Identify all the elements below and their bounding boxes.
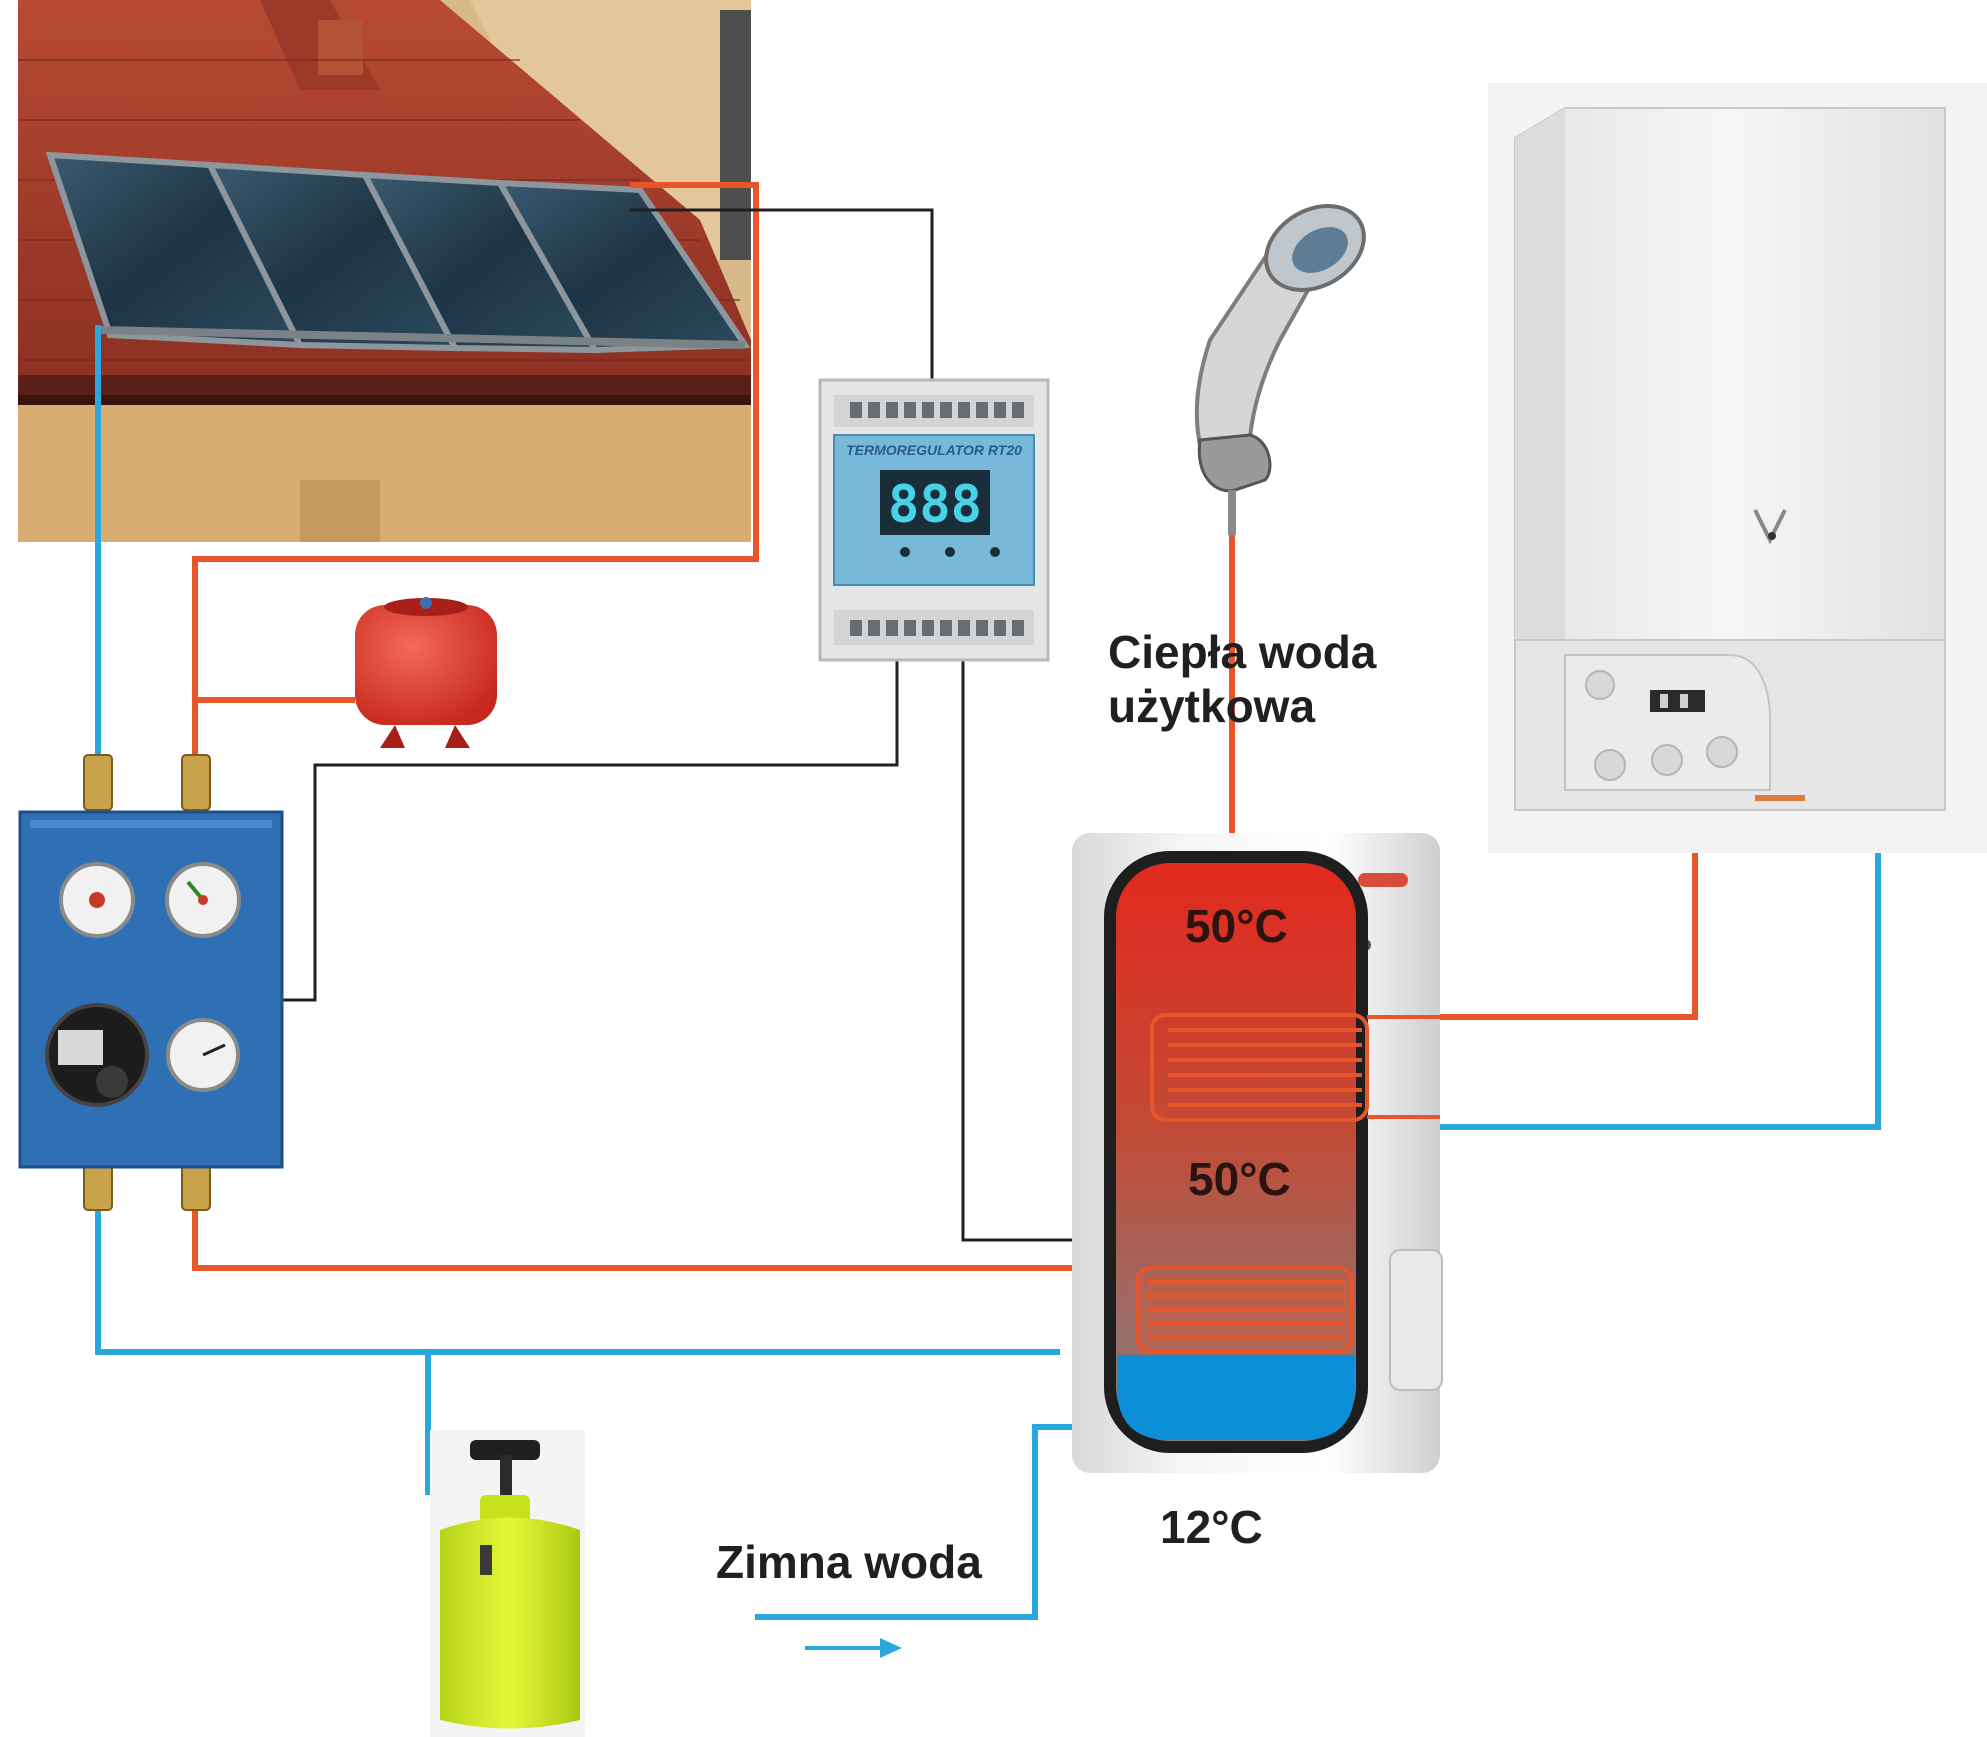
solar-heat-exchanger-coil (1135, 1266, 1354, 1353)
hot-water-label-line1: Ciepła woda (1108, 626, 1377, 678)
tank-middle-temperature: 50°C (1188, 1153, 1291, 1205)
temperature-controller: TERMOREGULATOR RT20 888 (818, 378, 1050, 662)
solar-pump-station (18, 754, 284, 1211)
cold-water-label: Zimna woda (716, 1536, 982, 1588)
controller-display: 888 (888, 475, 982, 535)
hot-water-label-line2: użytkowa (1108, 680, 1315, 732)
boiler-heat-exchanger-coil (1150, 1013, 1440, 1122)
hot-water-storage-tank (1072, 833, 1443, 1473)
expansion-vessel (355, 597, 497, 748)
gas-boiler (1488, 83, 1987, 853)
tank-top-temperature: 50°C (1185, 900, 1288, 952)
cold-water-arrow (805, 1638, 902, 1658)
tank-bottom-temperature: 12°C (1160, 1501, 1263, 1553)
shower-head (1194, 204, 1366, 535)
hot-pipes (192, 182, 1698, 1271)
controller-title: TERMOREGULATOR RT20 (846, 442, 1022, 458)
solar-collector-panels (45, 151, 751, 354)
pressure-sprayer (430, 1430, 585, 1737)
roof-solar-collectors (18, 0, 751, 542)
